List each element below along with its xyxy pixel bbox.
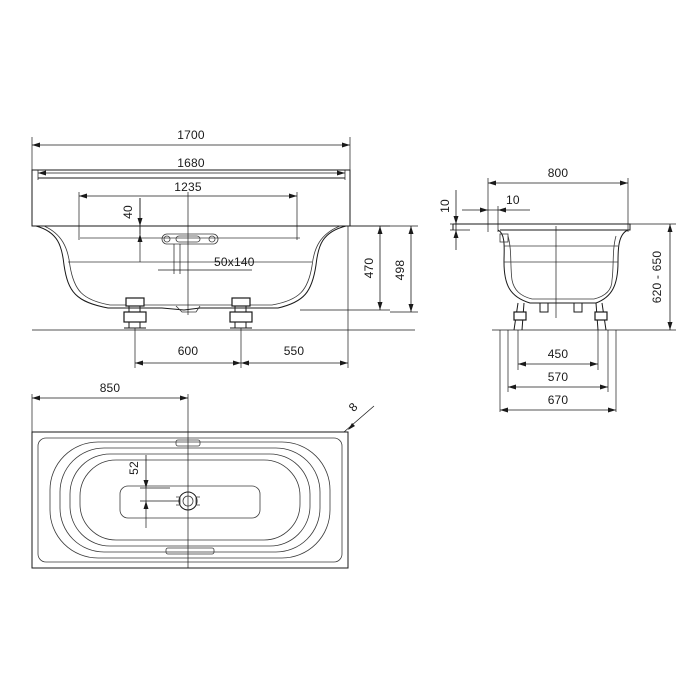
dim-drain-offset: 52: [127, 455, 149, 509]
side-feet: [513, 302, 608, 331]
dim-label-1680: 1680: [177, 156, 205, 170]
dim-label-498: 498: [393, 260, 407, 281]
overflow-fitting: [161, 233, 219, 245]
top-outer-rim: [31, 431, 349, 569]
dim-overflow-offset: 40: [121, 198, 143, 242]
dim-label-52: 52: [127, 461, 141, 475]
dim-label-600: 600: [178, 344, 199, 358]
side-tub-body: [497, 229, 629, 304]
dim-label-50x140: 50x140: [214, 255, 255, 269]
dim-total-height: 498: [350, 225, 418, 313]
side-rim: [453, 223, 631, 231]
dim-label-450: 450: [548, 347, 569, 361]
front-tub-body: [35, 225, 347, 311]
dim-inner-length: 1680: [37, 156, 346, 180]
dim-overall-length: 1700: [31, 128, 351, 172]
dim-label-570: 570: [548, 370, 569, 384]
dim-label-620-650: 620 - 650: [650, 251, 664, 304]
front-foot-right: [229, 297, 253, 329]
dim-label-850: 850: [100, 381, 121, 395]
dim-foot-outer: 570: [507, 330, 609, 392]
dim-label-550: 550: [284, 344, 305, 358]
dim-overall-width: 800: [487, 166, 629, 232]
side-view: 800 10 10 620 - 650: [438, 166, 676, 413]
front-view: 1700 1680 1235 40: [31, 128, 418, 368]
dim-half-length: 850: [31, 381, 188, 432]
dim-rim-height: 470: [300, 225, 390, 311]
dim-label-470: 470: [362, 258, 376, 279]
dim-overflow-size: 50x140: [158, 244, 255, 274]
dim-label-1235: 1235: [174, 180, 202, 194]
dim-foot-spacing: 600 550: [134, 226, 349, 368]
dim-label-40: 40: [121, 205, 135, 219]
dim-height-range: 620 - 650: [630, 223, 676, 331]
dim-rim: 8: [343, 400, 375, 433]
dim-label-8: 8: [346, 400, 361, 415]
dim-label-10-horizontal: 10: [506, 193, 520, 207]
top-channel: [119, 485, 261, 519]
dim-bottom-length: 1235: [78, 180, 298, 240]
dim-label-10-vertical: 10: [438, 199, 452, 213]
dim-rim-width: 10: [462, 193, 530, 232]
top-view: 850 8 52: [31, 381, 375, 569]
dim-foot-inner: 450: [517, 330, 599, 370]
dim-label-800: 800: [548, 166, 569, 180]
dim-label-1700: 1700: [177, 128, 205, 142]
front-foot-left: [123, 297, 147, 329]
dim-rim-thickness: 10: [438, 190, 470, 250]
dim-base-width: 670: [499, 330, 617, 413]
dim-label-670: 670: [548, 393, 569, 407]
